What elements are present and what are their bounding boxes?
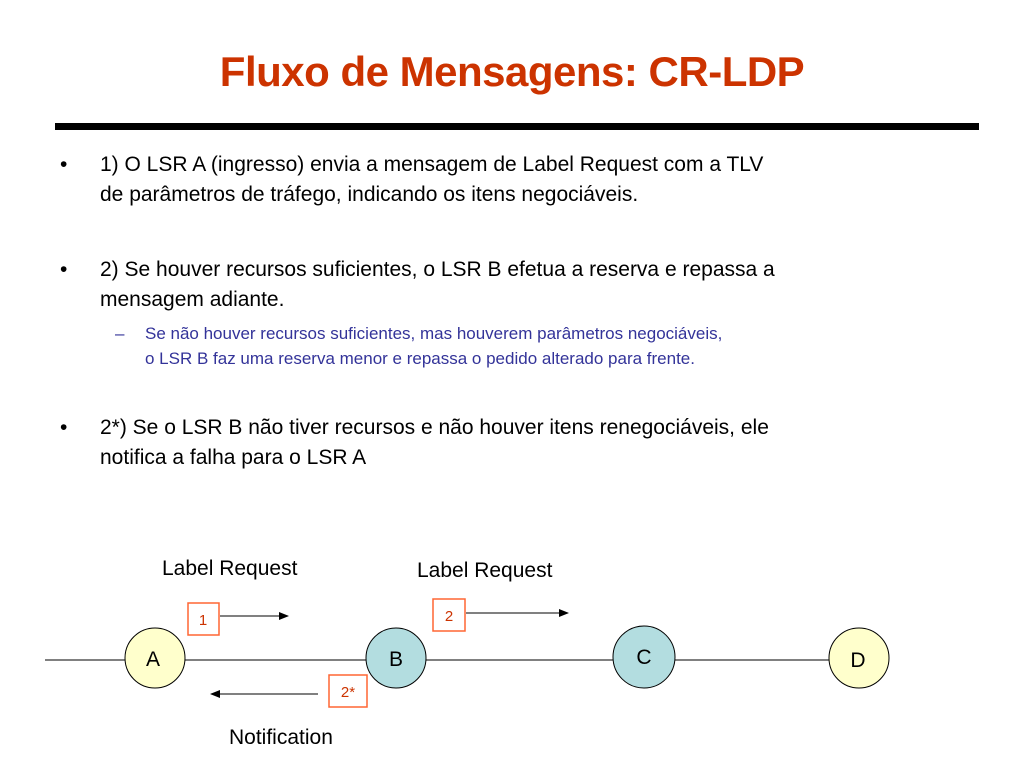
node-b <box>365 627 427 689</box>
bullet-3-line-1: 2*) Se o LSR B não tiver recursos e não … <box>100 416 769 439</box>
step-2star-box <box>328 674 368 708</box>
node-c <box>612 625 676 689</box>
bullet-marker: • <box>60 416 68 439</box>
step-1-box <box>187 602 220 636</box>
node-a-label: A <box>146 648 160 671</box>
bullet-1-line-2: de parâmetros de tráfego, indicando os i… <box>100 183 639 206</box>
step-2star-label: 2* <box>341 684 355 701</box>
step-1-label: 1 <box>199 612 207 629</box>
node-c-label: C <box>636 646 651 669</box>
slide-title: Fluxo de Mensagens: CR-LDP <box>219 48 805 95</box>
bullet-marker: • <box>60 258 68 281</box>
label-request-2: Label Request <box>417 559 553 582</box>
bullet-3-line-2: notifica a falha para o LSR A <box>100 446 367 469</box>
step-2-box <box>432 598 466 632</box>
bullet-marker: • <box>60 153 68 176</box>
node-d-label: D <box>850 649 865 672</box>
subbullet-marker: – <box>115 324 125 343</box>
node-d <box>828 627 890 689</box>
bullet-2-line-1: 2) Se houver recursos suficientes, o LSR… <box>100 258 775 281</box>
bullet-2-line-2: mensagem adiante. <box>100 288 285 311</box>
title-rule <box>55 123 979 130</box>
bullet-1-line-1: 1) O LSR A (ingresso) envia a mensagem d… <box>100 153 764 176</box>
subbullet-line-1: Se não houver recursos suficientes, mas … <box>145 324 723 343</box>
step-2-label: 2 <box>445 608 453 625</box>
node-b-label: B <box>389 648 403 671</box>
label-notification: Notification <box>229 726 333 749</box>
subbullet-line-2: o LSR B faz uma reserva menor e repassa … <box>145 349 695 368</box>
label-request-1: Label Request <box>162 557 298 580</box>
node-a <box>124 627 186 689</box>
